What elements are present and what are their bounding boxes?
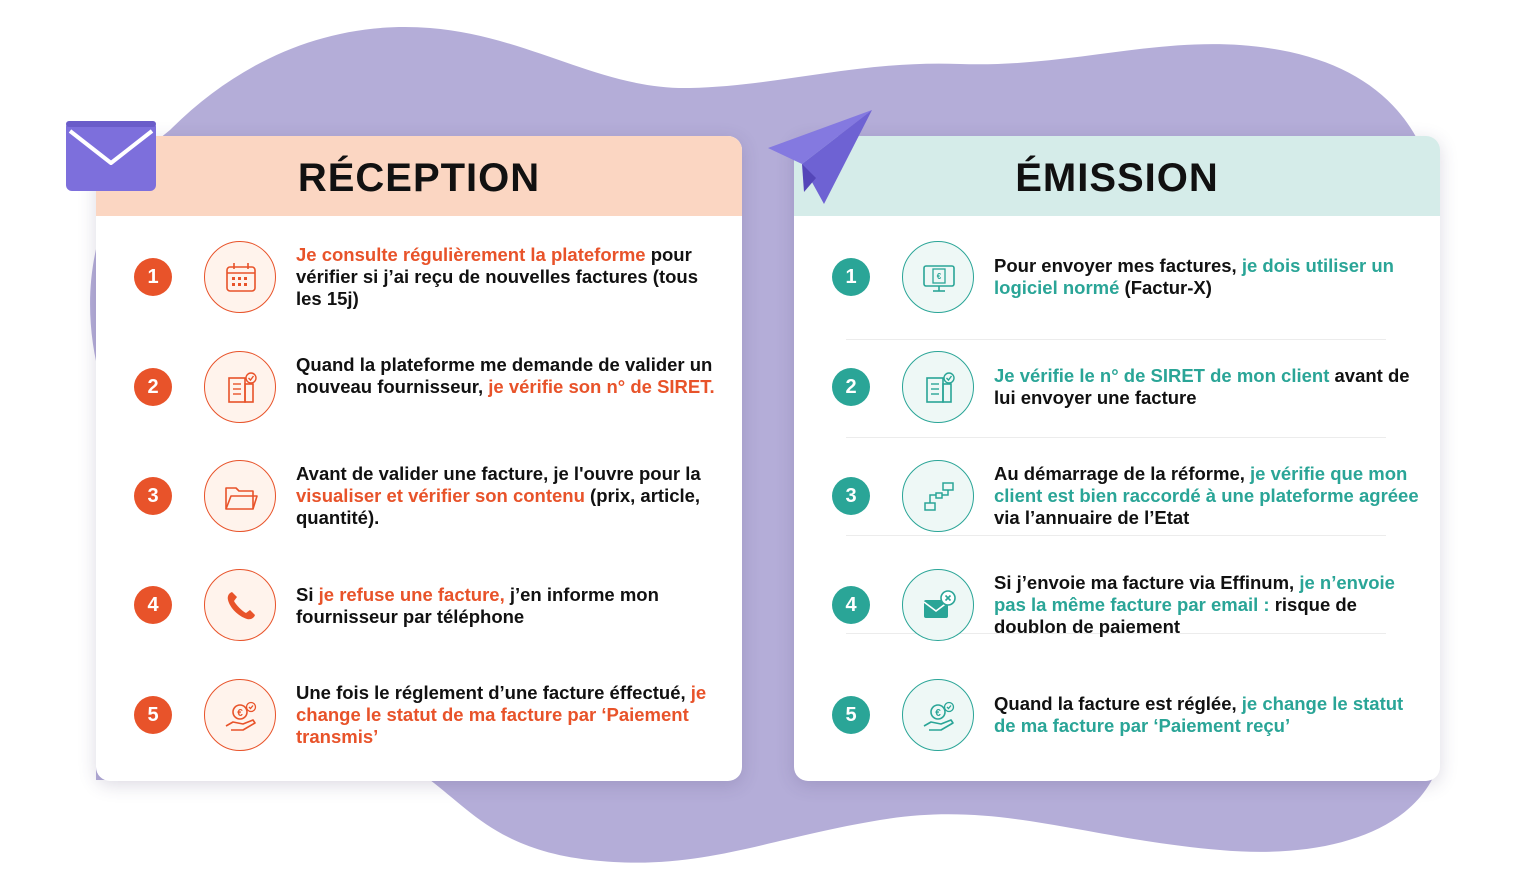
payment-hand-icon: € bbox=[204, 679, 276, 751]
building-check-icon bbox=[204, 351, 276, 423]
step-row: 4 Si je refuse une facture, j’en informe … bbox=[96, 550, 742, 660]
step-row: 1 Je consulte régulièrement la plateforme… bbox=[96, 222, 742, 332]
step-text-highlight: je refuse une facture, bbox=[318, 584, 505, 605]
step-number-badge: 5 bbox=[832, 696, 870, 734]
step-row: 3 Avant de valider une facture, je l'ouvr… bbox=[96, 441, 742, 551]
network-flow-icon bbox=[902, 460, 974, 532]
step-number-badge: 2 bbox=[832, 368, 870, 406]
step-text-segment: avant de lui envoyer une facture bbox=[994, 365, 1410, 408]
step-text-segment: Quand la facture est réglée, bbox=[994, 693, 1242, 714]
step-text-segment: (prix, article, quantité). bbox=[296, 485, 701, 528]
step-text-segment: Si bbox=[296, 584, 319, 605]
step-text-segment: Au démarrage de la réforme, bbox=[994, 463, 1251, 484]
step-text-segment: Une fois le réglement d’une facture éffe… bbox=[296, 682, 691, 703]
step-number-badge: 1 bbox=[832, 258, 870, 296]
divider bbox=[846, 437, 1386, 438]
step-text: Une fois le réglement d’une facture éffe… bbox=[296, 682, 726, 748]
envelope-icon bbox=[66, 121, 156, 191]
step-text-segment: risque de doublon de paiement bbox=[994, 594, 1357, 637]
folder-icon bbox=[204, 460, 276, 532]
step-text: Je vérifie le n° de SIRET de mon client … bbox=[994, 365, 1424, 409]
step-text-segment: via l’annuaire de l’Etat bbox=[994, 507, 1190, 528]
step-text-segment: Si j’envoie ma facture via Effinum, bbox=[994, 572, 1300, 593]
divider bbox=[846, 339, 1386, 340]
divider bbox=[846, 633, 1386, 634]
step-row: 2 Je vérifie le n° de SIRET de mon client… bbox=[794, 332, 1440, 442]
step-number-badge: 1 bbox=[134, 258, 172, 296]
computer-invoice-icon: € bbox=[902, 241, 974, 313]
step-text-segment: Pour envoyer mes factures, bbox=[994, 255, 1242, 276]
step-row: 5 € Une fois le réglement d’une facture éf… bbox=[96, 660, 742, 770]
phone-icon bbox=[204, 569, 276, 641]
step-number-badge: 3 bbox=[134, 477, 172, 515]
step-text: Avant de valider une facture, je l'ouvre… bbox=[296, 463, 726, 529]
email-cancel-icon bbox=[902, 569, 974, 641]
reception-header: RÉCEPTION bbox=[96, 136, 742, 216]
step-number-badge: 5 bbox=[134, 696, 172, 734]
step-text-highlight: je dois utiliser un logiciel normé bbox=[994, 255, 1394, 298]
emission-header: ÉMISSION bbox=[794, 136, 1440, 216]
step-text-highlight: je change le statut de ma facture par ‘P… bbox=[994, 693, 1404, 736]
step-text-highlight: je vérifie son n° de SIRET. bbox=[488, 376, 715, 397]
step-row: 3 Au démarrage de la réforme, je vérifie … bbox=[794, 441, 1440, 551]
step-text: Au démarrage de la réforme, je vérifie q… bbox=[994, 463, 1424, 529]
step-text-highlight: Je consulte régulièrement la plateforme bbox=[296, 244, 646, 265]
step-text-highlight: je change le statut de ma facture par ‘P… bbox=[296, 682, 707, 747]
emission-title: ÉMISSION bbox=[1015, 155, 1219, 200]
step-text-segment: (Factur-X) bbox=[1119, 277, 1212, 298]
step-text-segment: Quand la plateforme me demande de valide… bbox=[296, 354, 713, 397]
step-text: Si je refuse une facture, j’en informe m… bbox=[296, 584, 726, 628]
divider bbox=[846, 535, 1386, 536]
step-text-segment: j’en informe mon fournisseur par télépho… bbox=[296, 584, 659, 627]
step-row: 2 Quand la plateforme me demande de valid… bbox=[96, 332, 742, 442]
reception-card: RÉCEPTION 1 Je consulte régulièrement la … bbox=[96, 136, 742, 781]
step-text: Je consulte régulièrement la plateforme … bbox=[296, 244, 726, 310]
building-check-icon bbox=[902, 351, 974, 423]
step-row: 5 € Quand la facture est réglée, je change… bbox=[794, 660, 1440, 770]
step-text-highlight: je n’envoie pas la même facture par emai… bbox=[994, 572, 1395, 615]
reception-title: RÉCEPTION bbox=[297, 155, 541, 200]
step-text: Quand la facture est réglée, je change l… bbox=[994, 693, 1424, 737]
svg-text:€: € bbox=[935, 708, 941, 719]
step-number-badge: 4 bbox=[832, 586, 870, 624]
svg-text:€: € bbox=[237, 708, 243, 719]
step-text-highlight: visualiser et vérifier son contenu bbox=[296, 485, 585, 506]
payment-hand-icon: € bbox=[902, 679, 974, 751]
step-text-highlight: je vérifie que mon client est bien racco… bbox=[994, 463, 1419, 506]
step-text: Si j’envoie ma facture via Effinum, je n… bbox=[994, 572, 1424, 638]
step-text-segment: pour vérifier si j’ai reçu de nouvelles … bbox=[296, 244, 699, 309]
calendar-icon bbox=[204, 241, 276, 313]
step-text: Pour envoyer mes factures, je dois utili… bbox=[994, 255, 1424, 299]
step-row: 4 Si j’envoie ma facture via Effinum, je … bbox=[794, 550, 1440, 660]
emission-card: ÉMISSION 1 € Pour envoyer mes factures, je… bbox=[794, 136, 1440, 781]
svg-text:€: € bbox=[937, 272, 942, 281]
step-text-segment: Avant de valider une facture, je l'ouvre… bbox=[296, 463, 701, 484]
paper-plane-icon bbox=[768, 110, 872, 204]
step-number-badge: 3 bbox=[832, 477, 870, 515]
step-text-highlight: Je vérifie le n° de SIRET de mon client bbox=[994, 365, 1330, 386]
step-number-badge: 2 bbox=[134, 368, 172, 406]
step-text: Quand la plateforme me demande de valide… bbox=[296, 354, 726, 398]
step-number-badge: 4 bbox=[134, 586, 172, 624]
step-row: 1 € Pour envoyer mes factures, je dois uti… bbox=[794, 222, 1440, 332]
